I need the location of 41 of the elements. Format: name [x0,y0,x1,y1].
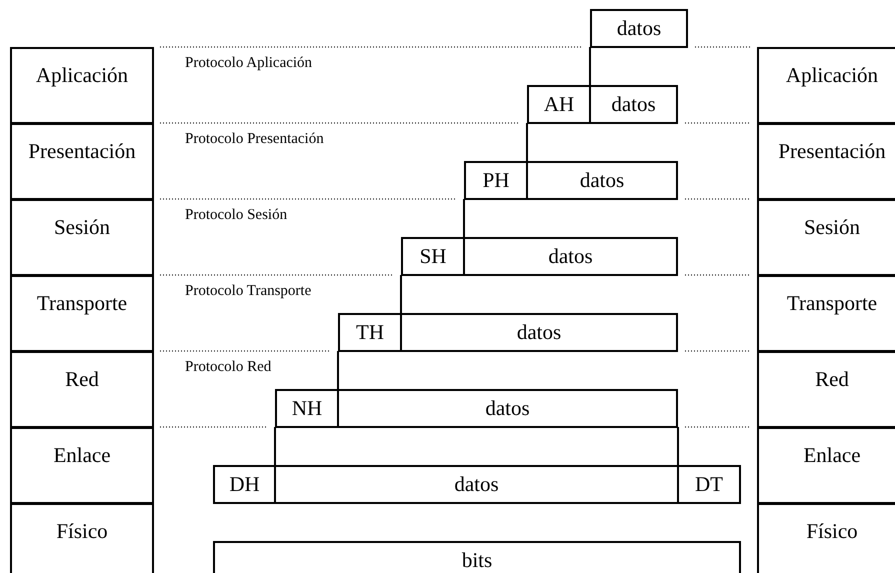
layer-box: Físico [757,503,895,573]
layer-box: Enlace [757,427,895,504]
packet-field: TH [338,313,402,352]
encapsulation-line [677,427,679,466]
packet-field: datos [274,465,679,504]
packet-field: datos [526,161,678,200]
protocol-label: Protocolo Sesión [185,207,288,224]
packet-field: datos [337,389,678,428]
protocol-label: Protocolo Presentación [185,131,324,148]
encapsulation-line [337,351,339,390]
layer-box: Aplicación [10,47,154,124]
encapsulation-line [400,275,402,314]
packet-field: DT [677,465,741,504]
packet-field: SH [401,237,465,276]
layer-box: Transporte [10,275,154,352]
layer-box: Red [10,351,154,428]
packet-field: datos [589,85,678,124]
protocol-label: Protocolo Red [185,359,272,376]
layer-box: Enlace [10,427,154,504]
layer-box: Presentación [757,123,895,200]
packet-field: AH [527,85,591,124]
packet-field: bits [213,541,741,573]
encapsulation-line [463,199,465,238]
packet-field: DH [213,465,276,504]
layer-box: Transporte [757,275,895,352]
layer-box: Sesión [10,199,154,276]
packet-field: PH [464,161,528,200]
packet-field: datos [590,9,688,48]
protocol-label: Protocolo Aplicación [185,55,312,72]
packet-field: datos [463,237,678,276]
layer-box: Físico [10,503,154,573]
packet-field: datos [400,313,678,352]
layer-box: Presentación [10,123,154,200]
encapsulation-line [526,123,528,162]
layer-box: Red [757,351,895,428]
layer-box: Aplicación [757,47,895,124]
packet-field: NH [275,389,339,428]
encapsulation-line [589,47,591,86]
layer-box: Sesión [757,199,895,276]
encapsulation-line [274,427,276,466]
protocol-label: Protocolo Transporte [185,283,312,300]
